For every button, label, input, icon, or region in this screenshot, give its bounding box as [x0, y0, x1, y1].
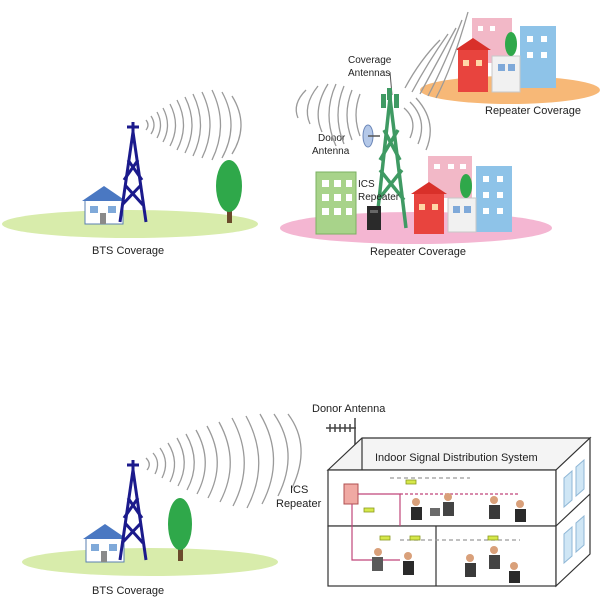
- coverage-antennas-label-line2: Antennas: [348, 68, 390, 79]
- ics-repeater-box-icon: [367, 206, 381, 230]
- bottom-ics-repeater-label-line1: ICS: [290, 484, 308, 496]
- building-left-icon: [315, 171, 357, 235]
- bottom-bts-signal-waves-icon: [145, 413, 302, 509]
- bts-signal-waves-icon: [145, 89, 242, 161]
- donor-antenna-label-line2: Antenna: [312, 146, 350, 157]
- indoor-windows-icon: [563, 458, 585, 565]
- donor-waves-icon: [295, 83, 361, 147]
- bottom-tree-icon: [168, 498, 192, 561]
- indoor-cabling-icon: [351, 477, 520, 561]
- bts-coverage-ground: [2, 210, 258, 238]
- ics-repeater-label-line1: ICS: [358, 179, 375, 190]
- bottom-bts-tower-icon: [118, 460, 148, 561]
- building-cluster-top-right: [455, 18, 556, 93]
- building-cluster-bottom-right: [411, 156, 512, 234]
- bts-tower-icon: [118, 122, 148, 223]
- donor-antenna-label-line1: Donor: [318, 133, 346, 144]
- bottom-bts-scene: BTS Coverage: [22, 413, 302, 597]
- coverage-antennas-label-line1: Coverage: [348, 55, 392, 66]
- coverage-antenna-top-icon: [381, 88, 399, 108]
- repeater-coverage-bottom-label: Repeater Coverage: [370, 246, 466, 258]
- top-bts-coverage-label: BTS Coverage: [92, 245, 164, 257]
- bottom-bts-coverage-label: BTS Coverage: [92, 585, 164, 597]
- top-repeater-scene: Repeater Coverage Coverage Antennas Dono…: [280, 11, 600, 258]
- repeater-coverage-waves-icon: [403, 97, 431, 151]
- ics-repeater-label-line2: Repeater: [358, 192, 400, 203]
- office-workers-lower-icon: [372, 546, 520, 583]
- indoor-repeater-icon: [343, 483, 359, 505]
- office-workers-upper-icon: [411, 493, 526, 522]
- tree-icon: [216, 160, 242, 223]
- repeater-coverage-right-label: Repeater Coverage: [485, 105, 581, 117]
- bottom-donor-antenna-label: Donor Antenna: [312, 403, 386, 415]
- house-icon: [82, 186, 126, 225]
- indoor-system-label: Indoor Signal Distribution System: [375, 452, 538, 464]
- bottom-ics-repeater-label-line2: Repeater: [276, 498, 322, 510]
- bottom-indoor-scene: Donor Antenna ICS Repeater: [276, 403, 592, 588]
- donor-antenna-dish-icon: [362, 124, 380, 148]
- top-bts-scene: BTS Coverage: [2, 89, 258, 257]
- bottom-house-icon: [83, 524, 127, 563]
- bottom-bts-coverage-ground: [22, 548, 278, 576]
- indoor-antenna-nodes-icon: [363, 479, 499, 541]
- coverage-antenna-waves-icon: [404, 11, 469, 99]
